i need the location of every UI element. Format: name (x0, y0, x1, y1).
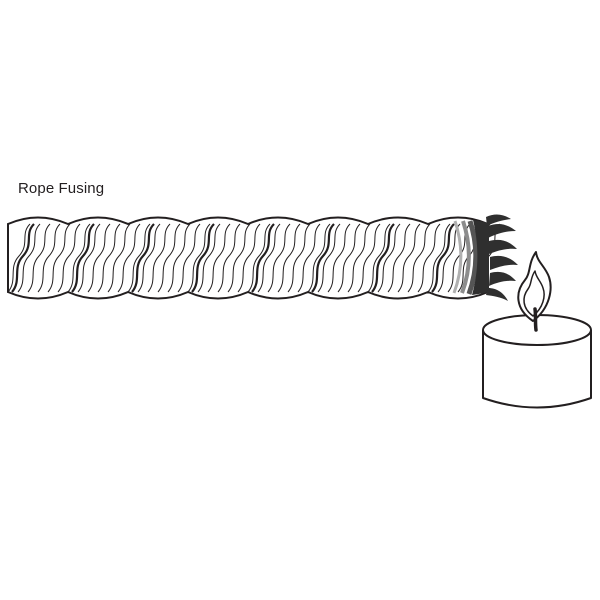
candle-body (482, 330, 592, 409)
rope-outline (7, 216, 489, 300)
fused-tip-spike (490, 255, 518, 270)
fused-shade-mid (460, 220, 471, 294)
fused-tip-spike (486, 214, 511, 226)
fused-tip-spike (489, 271, 516, 286)
fused-tip-band (472, 220, 489, 295)
candle-wick (533, 307, 538, 332)
fused-tip-spike (488, 223, 516, 238)
illustration-title: Rope Fusing (18, 180, 105, 197)
fused-tip-spike (489, 239, 517, 254)
rope-top-edge (7, 216, 489, 225)
candle (482, 251, 592, 409)
candle-flame-inner (523, 270, 545, 317)
rope-fibers (7, 222, 501, 294)
fused-rope-end (452, 214, 518, 301)
fused-shade-light (452, 220, 463, 294)
rope-bottom-edge (7, 291, 489, 300)
fused-tip-spike (486, 288, 508, 301)
fused-shade-dark (466, 220, 479, 295)
